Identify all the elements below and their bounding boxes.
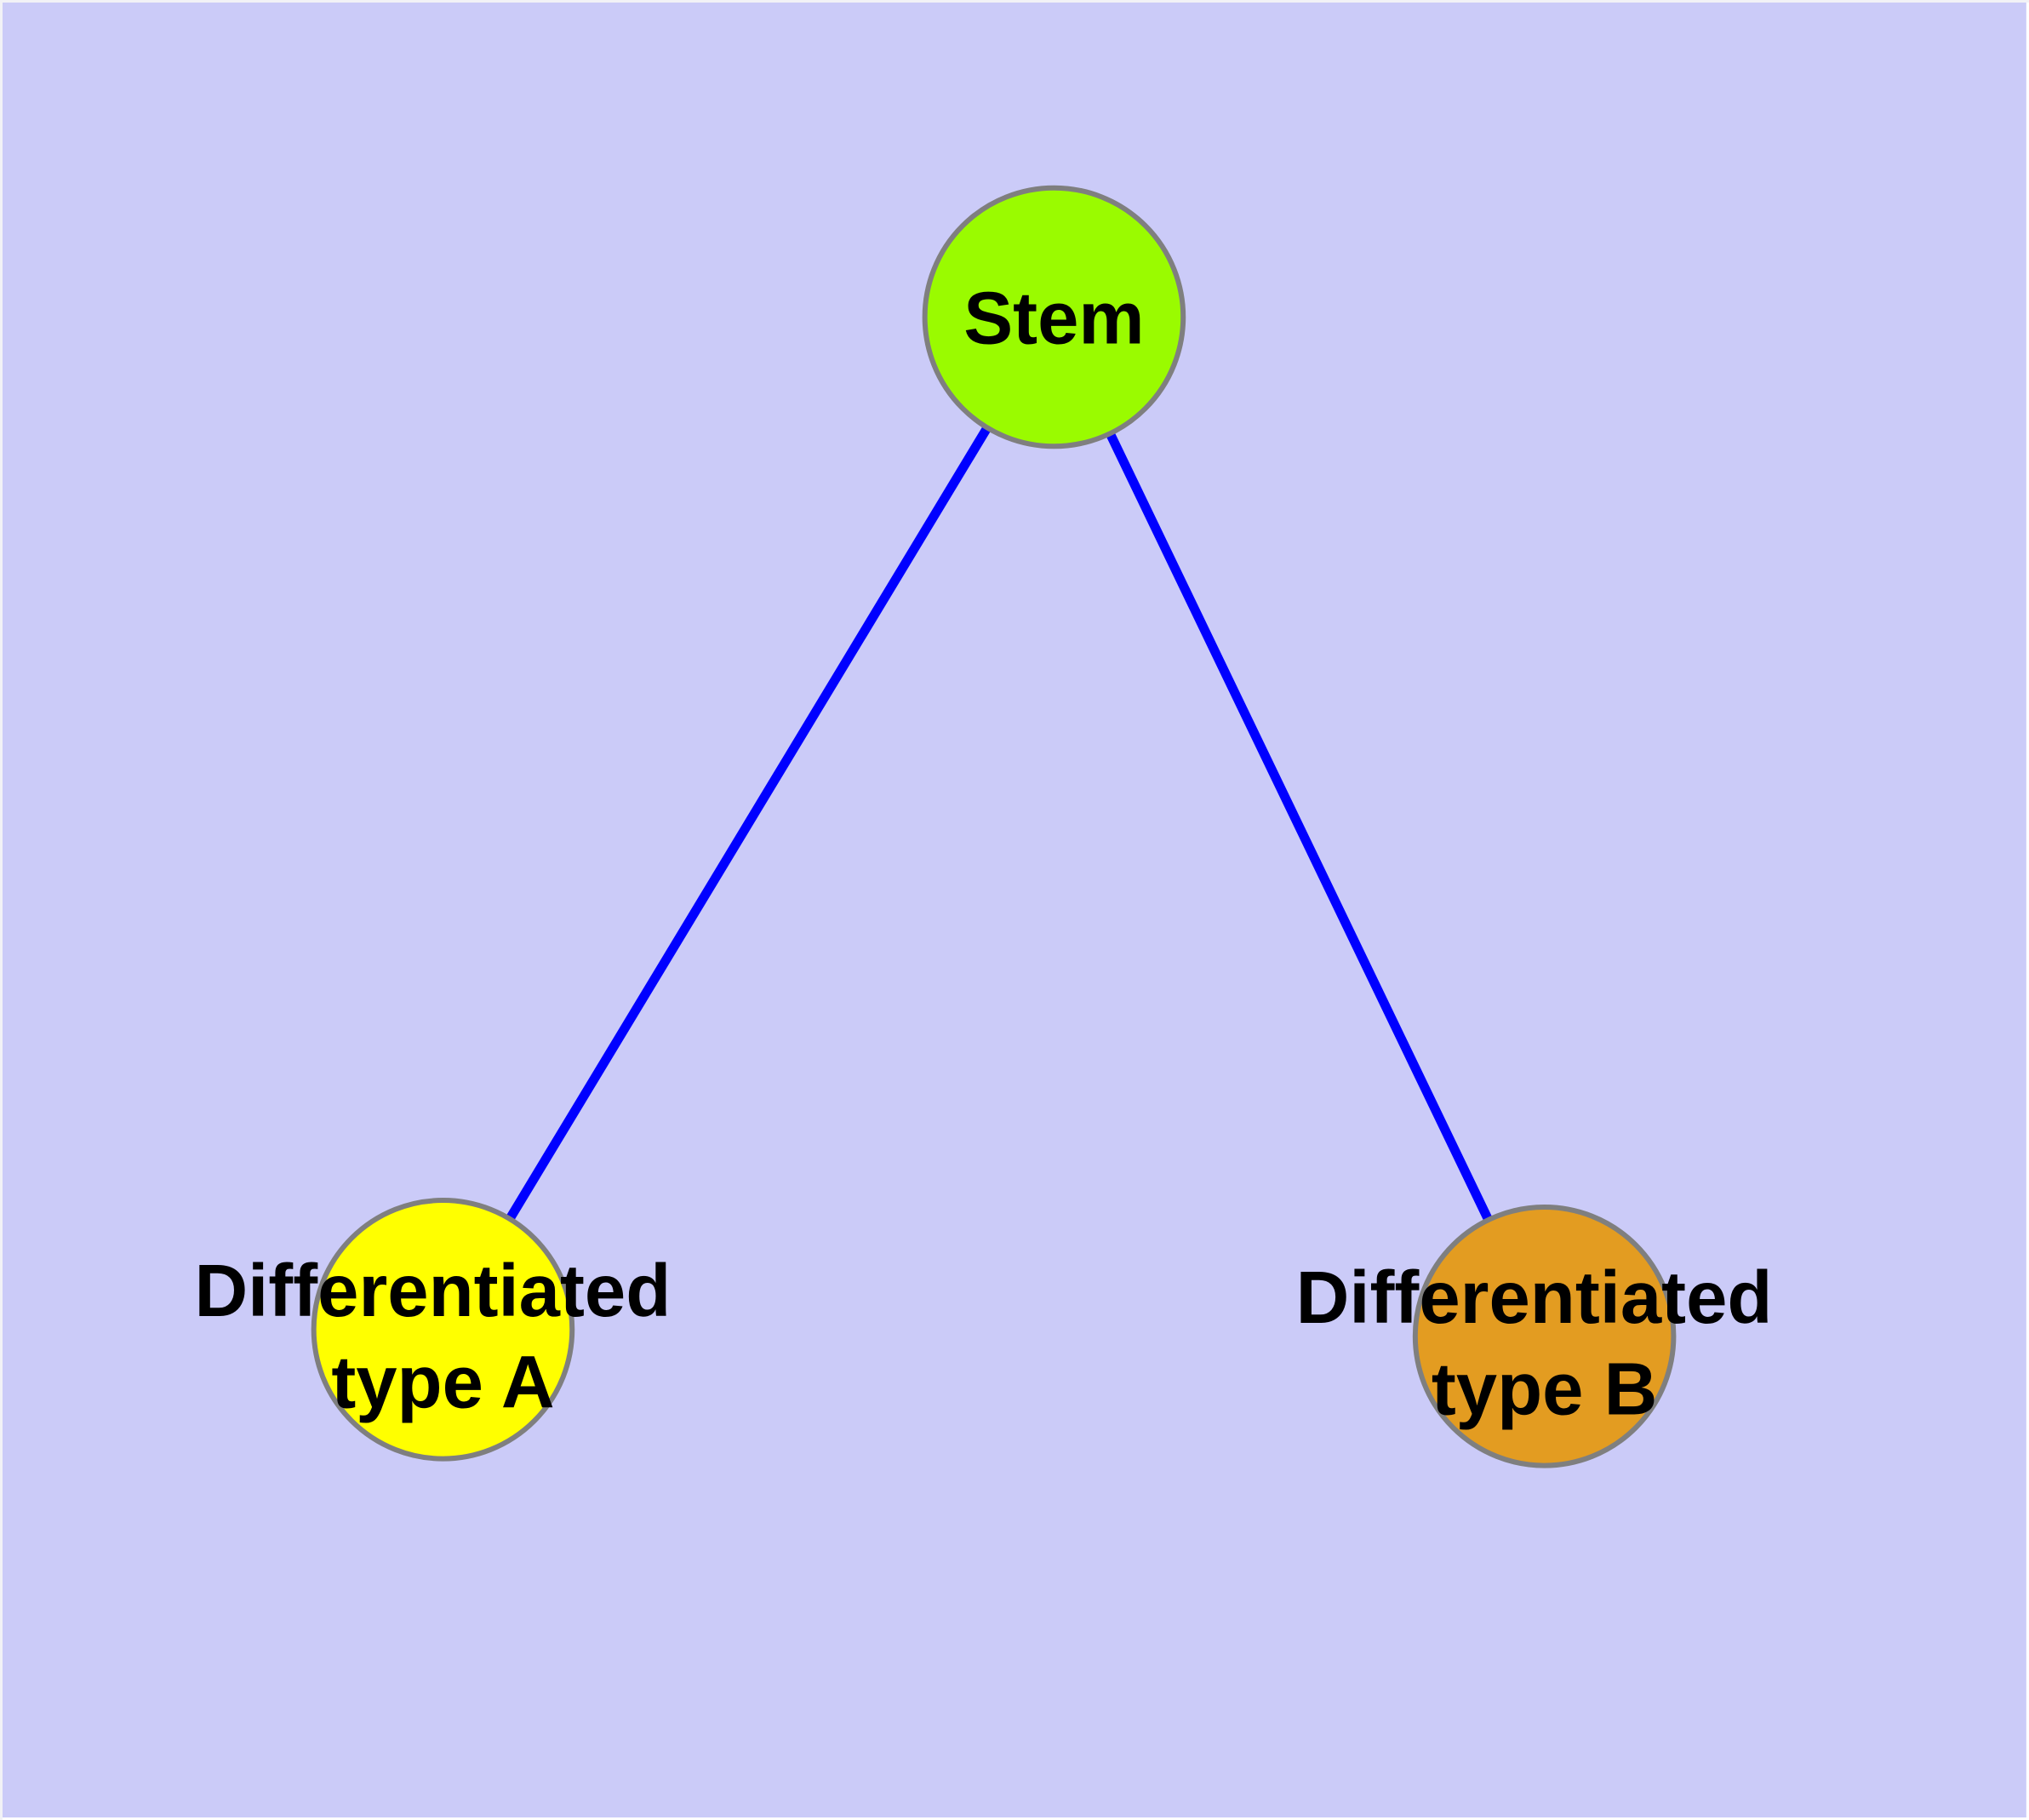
- node-type-a-label-line1: Differentiated: [194, 1250, 671, 1332]
- node-stem: [922, 185, 1186, 449]
- edge-stem-to-type-b: [1049, 315, 1549, 1339]
- node-type-b-label-line1: Differentiated: [1296, 1256, 1773, 1339]
- node-stem-label: Stem: [963, 277, 1144, 359]
- node-type-a-label-line2: type A: [331, 1342, 554, 1424]
- node-type-b-label: Differentiated type B: [1296, 1256, 1793, 1431]
- node-differentiated-type-a: [311, 1198, 575, 1462]
- node-differentiated-type-b: [1412, 1205, 1677, 1468]
- diagram-canvas: Stem Differentiated type A Differentiate…: [3, 3, 2026, 1817]
- edge-stem-to-type-a: [438, 314, 1059, 1332]
- node-type-b-label-line2: type B: [1432, 1348, 1657, 1431]
- node-type-a-label: Differentiated type A: [194, 1250, 691, 1424]
